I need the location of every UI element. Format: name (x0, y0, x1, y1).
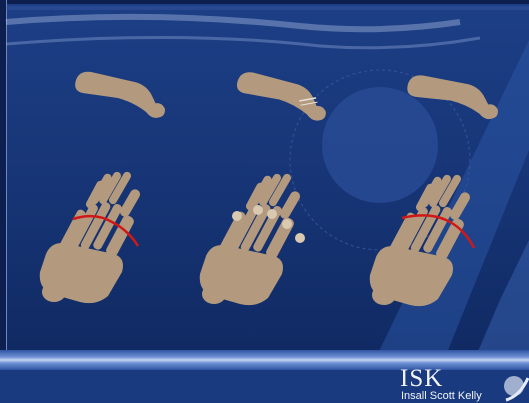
background-streaks (6, 8, 529, 48)
bone-normal (72, 70, 169, 119)
footer-band (0, 350, 529, 370)
bone-fractured (233, 70, 331, 122)
logo-subtitle: Insall Scott Kelly (401, 390, 511, 403)
logo-mark: ISK (400, 368, 470, 390)
foot-fracture (200, 172, 302, 305)
foot-normal (40, 170, 142, 303)
